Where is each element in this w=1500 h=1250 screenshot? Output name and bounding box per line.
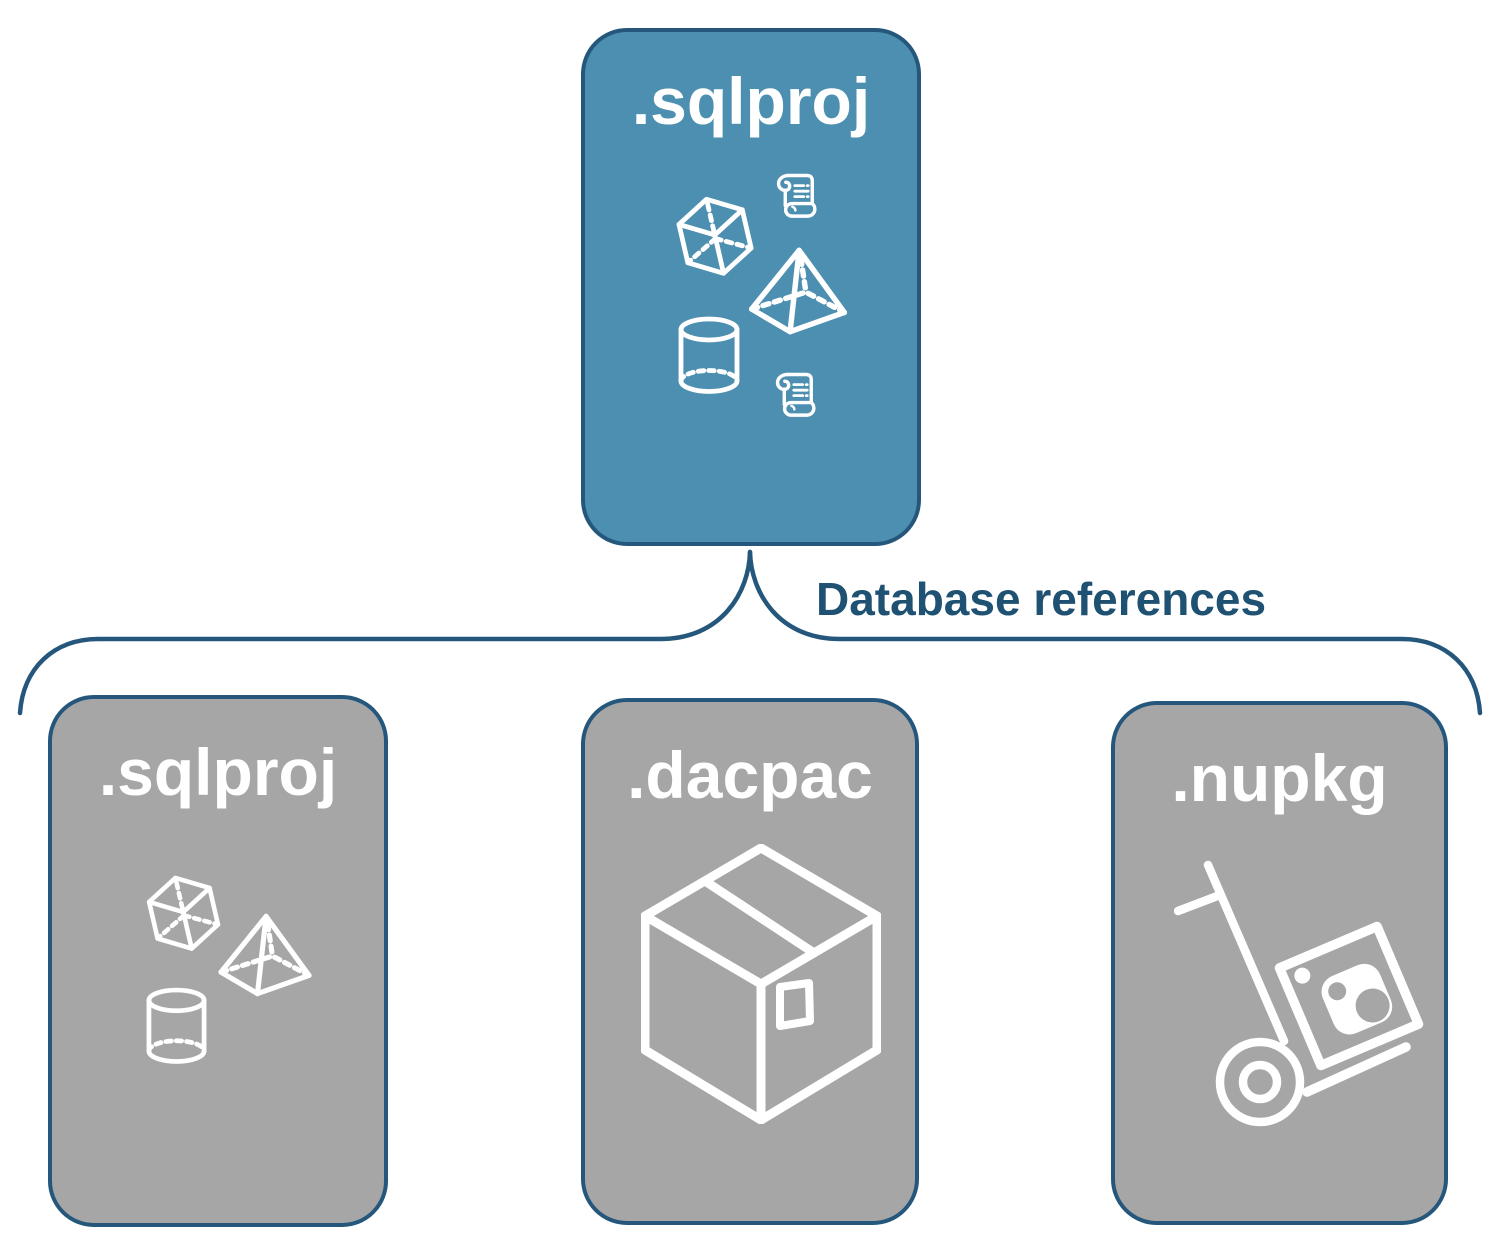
- child-card-title: .nupkg: [1171, 741, 1388, 815]
- child-card-title: .sqlproj: [98, 735, 338, 809]
- connector-label: Database references: [816, 573, 1267, 625]
- child-card-sqlproj: .sqlproj: [48, 695, 388, 1227]
- child-card-title: .dacpac: [627, 738, 873, 812]
- cylinder-icon: [144, 987, 209, 1066]
- pyramid-icon: [214, 911, 316, 999]
- brace-left-arm: [17, 549, 753, 716]
- cylinder-icon: [676, 316, 742, 396]
- scroll-icon: [769, 367, 821, 421]
- child-card-dacpac: .dacpac: [581, 698, 919, 1225]
- scroll-icon: [770, 168, 822, 222]
- child-card-nupkg: .nupkg: [1111, 701, 1448, 1225]
- nuget-dolly-icon: [1174, 859, 1424, 1139]
- root-card-title: .sqlproj: [631, 64, 871, 138]
- package-box-icon: [641, 844, 881, 1124]
- pyramid-icon: [746, 244, 850, 338]
- root-card-sqlproj: .sqlproj: [581, 28, 921, 546]
